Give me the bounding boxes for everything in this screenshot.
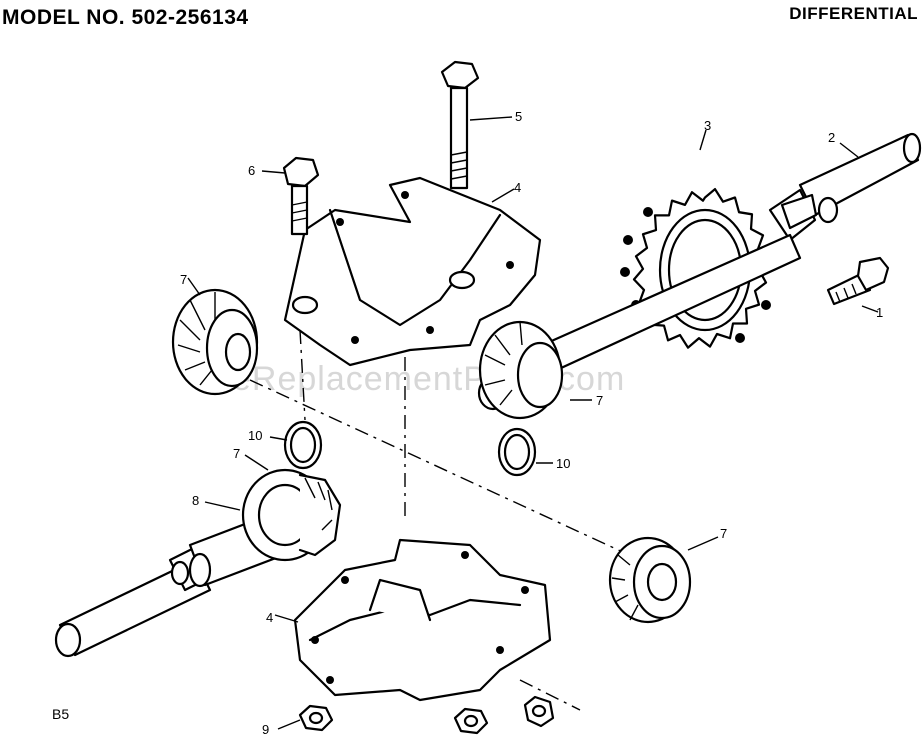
bolt-part: [826, 256, 890, 306]
callout-10-upper: 10: [248, 428, 262, 443]
housing-upper-part: [283, 176, 542, 367]
bevel-gear-left-part: [171, 288, 259, 396]
callout-7-center: 7: [596, 393, 603, 408]
short-bolt-part: [282, 156, 320, 236]
callout-4-lower: 4: [266, 610, 273, 625]
axle-shaft-right-part: [768, 132, 922, 242]
callout-4-upper: 4: [514, 180, 521, 195]
callout-2: 2: [828, 130, 835, 145]
diagram-title: DIFFERENTIAL: [789, 4, 918, 23]
bevel-gear-shaft-part: [241, 468, 342, 562]
diagram-code: B5: [52, 706, 70, 722]
callout-7-left: 7: [180, 272, 187, 287]
callout-1: 1: [876, 305, 883, 320]
callout-7-loose: 7: [720, 526, 727, 541]
bevel-gear-center-part: [478, 320, 564, 420]
callout-labels: 1 2 3 4 4 5 6 7 7 7 7 8 9 10 10: [180, 109, 883, 737]
ring-right-part: [497, 427, 537, 477]
ring-upper-part: [283, 420, 323, 470]
callout-3: 3: [704, 118, 711, 133]
nut-parts: [298, 695, 555, 735]
callout-5: 5: [515, 109, 522, 124]
long-bolt-part: [440, 60, 480, 190]
callout-9: 9: [262, 722, 269, 737]
callout-6: 6: [248, 163, 255, 178]
bevel-gear-loose-part: [608, 536, 692, 624]
model-number: MODEL NO. 502-256134: [2, 6, 249, 29]
callout-10-right: 10: [556, 456, 570, 471]
callout-7-shaft: 7: [233, 446, 240, 461]
callout-8: 8: [192, 493, 199, 508]
housing-lower-part: [293, 538, 552, 702]
leader-lines: [187, 116, 879, 730]
